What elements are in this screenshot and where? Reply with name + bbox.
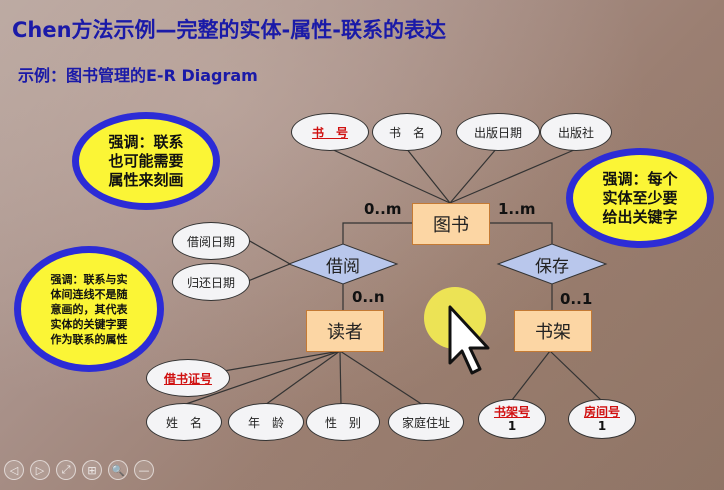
- cardinality-book-store: 1..m: [498, 200, 536, 218]
- attr-pub-date: 出版日期: [456, 113, 540, 151]
- note-key-as-attribute: 强调：联系与实 体间连线不是随 意画的，其代表 实体的关键字要 作为联系的属性: [14, 246, 164, 372]
- attr-shelf-no-label: 书架号: [493, 405, 530, 419]
- attr-book-name: 书 名: [372, 113, 442, 151]
- relationship-borrow-diamond: [287, 243, 399, 285]
- attr-gender: 性 别: [306, 403, 380, 441]
- attr-address: 家庭住址: [388, 403, 464, 441]
- more-options-icon[interactable]: —: [134, 460, 154, 480]
- cardinality-borrow-reader: 0..n: [352, 288, 385, 306]
- attr-name: 姓 名: [146, 403, 222, 441]
- cardinality-store-shelf: 0..1: [560, 290, 593, 308]
- attr-room-no-label: 房间号: [583, 405, 620, 419]
- attr-room-no-cardinality: 1: [597, 419, 607, 433]
- presentation-toolbar: ◁ ▷ ⤢ ⊞ 🔍 —: [4, 460, 154, 482]
- relationship-store-label: 保存: [535, 256, 569, 277]
- attr-publisher: 出版社: [540, 113, 612, 151]
- relationship-borrow-label: 借阅: [326, 256, 360, 277]
- cardinality-book-borrow: 0..m: [364, 200, 402, 218]
- attr-age: 年 龄: [228, 403, 304, 441]
- attr-borrow-date: 借阅日期: [172, 222, 250, 260]
- zoom-icon[interactable]: 🔍: [108, 460, 128, 480]
- entity-shelf: 书架: [514, 310, 592, 352]
- next-slide-icon[interactable]: ▷: [30, 460, 50, 480]
- slide-title: Chen方法示例—完整的实体-属性-联系的表达: [12, 18, 446, 42]
- slide-subtitle: 示例：图书管理的E-R Diagram: [18, 66, 258, 85]
- attr-return-date: 归还日期: [172, 263, 250, 301]
- previous-slide-icon[interactable]: ◁: [4, 460, 24, 480]
- note-entity-key-required: 强调：每个 实体至少要 给出关键字: [566, 148, 714, 248]
- note-key-as-attribute-text: 强调：联系与实 体间连线不是随 意画的，其代表 实体的关键字要 作为联系的属性: [50, 272, 128, 346]
- attr-shelf-no: 书架号 1: [478, 399, 546, 439]
- note-relationship-attributes-text: 强调：联系 也可能需要 属性来刻画: [108, 132, 184, 189]
- entity-reader: 读者: [306, 310, 384, 352]
- mouse-pointer-icon: [448, 305, 490, 375]
- attr-card-no: 借书证号: [146, 359, 230, 397]
- attr-book-no: 书 号: [291, 113, 369, 151]
- note-relationship-attributes: 强调：联系 也可能需要 属性来刻画: [72, 112, 220, 210]
- pen-tool-icon[interactable]: ⤢: [56, 460, 76, 480]
- attr-room-no: 房间号 1: [568, 399, 636, 439]
- attr-shelf-no-cardinality: 1: [507, 419, 517, 433]
- slide-grid-icon[interactable]: ⊞: [82, 460, 102, 480]
- note-entity-key-required-text: 强调：每个 实体至少要 给出关键字: [602, 169, 678, 226]
- relationship-store-diamond: [496, 243, 608, 285]
- entity-book: 图书: [412, 203, 490, 245]
